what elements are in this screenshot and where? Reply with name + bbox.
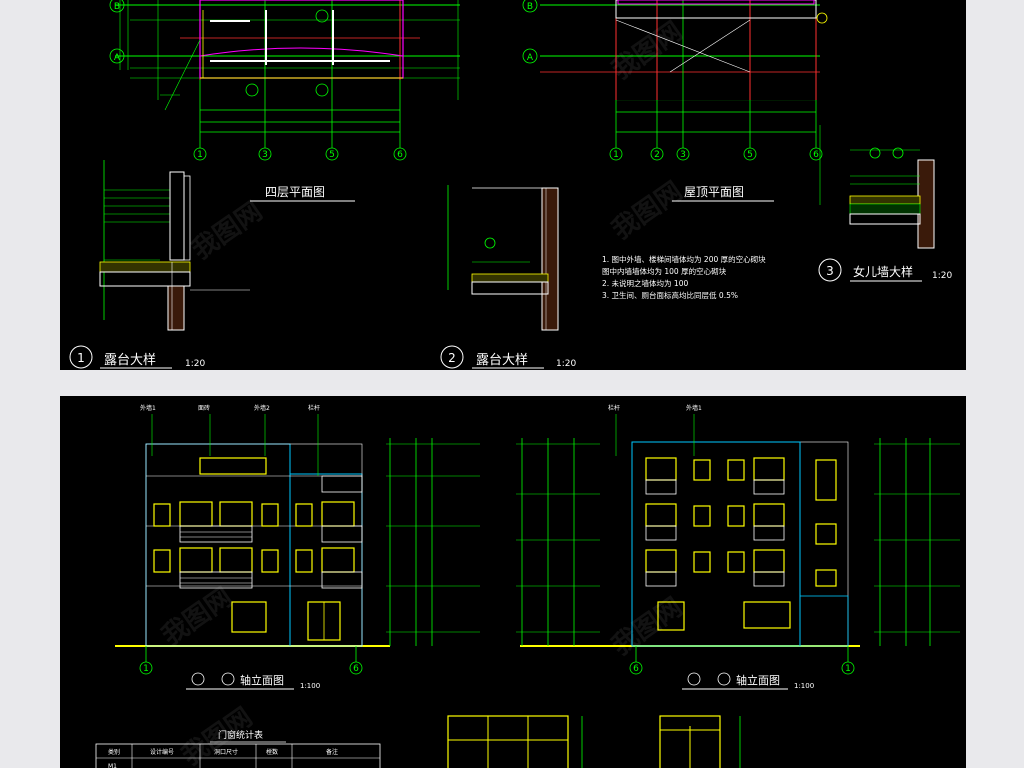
back-material-1: 栏杆 [608, 404, 620, 412]
note-line-3: 2. 未说明之墙体均为 100 [602, 278, 688, 288]
note-line-4: 3. 卫生间、厕台面标高均比同层低 0.5% [602, 290, 738, 300]
fourth-floor-plan-title: 四层平面图 [265, 185, 325, 199]
watermark-text-4: 我图网 [157, 582, 238, 651]
axis-label-6: 6 [397, 150, 403, 160]
front-elev-axis-6: 6 [353, 664, 359, 674]
front-elevation-scale: 1:100 [300, 682, 320, 690]
detail-number-2: 2 [448, 351, 456, 365]
watermark-text-3: 我图网 [607, 16, 688, 85]
back-elevation-title: 轴立面图 [736, 673, 780, 687]
watermark-text-2: 我图网 [607, 176, 688, 245]
general-notes: 1. 图中外墙、楼梯间墙体均为 200 厚的空心砌块 图中内墙墙体均为 100 … [602, 254, 766, 300]
front-material-3: 外墙2 [254, 404, 270, 412]
roof-axis-label-b: B [527, 2, 533, 12]
watermark-text: 我图网 [187, 196, 268, 265]
table-header-code: 设计编号 [150, 748, 174, 756]
roof-axis-label-5: 5 [747, 150, 753, 160]
back-elev-axis-6: 6 [633, 664, 639, 674]
front-elev-axis-1: 1 [143, 664, 149, 674]
axis-label-5: 5 [329, 150, 335, 160]
axis-label-3: 3 [262, 150, 268, 160]
detail-number-3: 3 [826, 264, 834, 278]
back-material-2: 外墙1 [686, 404, 702, 412]
note-line-2: 图中内墙墙体均为 100 厚的空心砌块 [602, 266, 727, 276]
balcony-detail-2: 2 露台大样 1:20 [440, 185, 576, 369]
elevations-svg: 1 6 外墙1 面砖 外墙2 栏杆 轴立面图 1:100 [95, 404, 960, 768]
axis-label-a: A [114, 53, 121, 63]
balcony-detail-1: 1 露台大样 1:20 [69, 160, 250, 369]
parapet-detail-title: 女儿墙大样 [853, 264, 913, 279]
table-header-remark: 备注 [326, 748, 338, 756]
detail-number-1: 1 [77, 351, 85, 365]
roof-plan: B A 1 2 3 5 6 屋顶平面图 [522, 0, 828, 202]
door-table-title: 门窗统计表 [218, 729, 263, 741]
table-header-count: 樘数 [266, 748, 278, 756]
drawing-sheet-bottom: 1 6 外墙1 面砖 外墙2 栏杆 轴立面图 1:100 [60, 396, 966, 768]
fourth-floor-plan: B A 1 3 5 6 四层平面图 [109, 0, 460, 202]
balcony-detail-2-title: 露台大样 [476, 353, 528, 368]
front-material-4: 栏杆 [308, 404, 320, 412]
roof-axis-label-6: 6 [813, 150, 819, 160]
front-material-2: 面砖 [198, 404, 210, 412]
front-elevation-title: 轴立面图 [240, 673, 284, 687]
roof-axis-label-2: 2 [654, 150, 660, 160]
balcony-detail-1-title: 露台大样 [104, 353, 156, 368]
axis-label-1: 1 [197, 150, 203, 160]
back-elevation: 6 1 栏杆 外墙1 轴立面图 1:100 [516, 404, 960, 690]
door-window-table: 门窗统计表 类别 设计编号 洞口尺寸 樘数 备注 M1 [95, 729, 381, 768]
watermark-text-5: 我图网 [607, 592, 688, 661]
window-details [447, 715, 741, 768]
front-material-1: 外墙1 [140, 404, 156, 412]
balcony-detail-2-scale: 1:20 [556, 359, 576, 369]
parapet-detail-3: 3 女儿墙大样 1:20 [818, 125, 952, 282]
parapet-detail-scale: 1:20 [932, 271, 952, 281]
back-elevation-scale: 1:100 [794, 682, 814, 690]
back-elev-axis-1: 1 [845, 664, 851, 674]
front-elevation: 1 6 外墙1 面砖 外墙2 栏杆 轴立面图 1:100 [115, 404, 480, 690]
roof-plan-title: 屋顶平面图 [684, 185, 744, 199]
axis-label-b: B [114, 2, 120, 12]
note-line-1: 1. 图中外墙、楼梯间墙体均为 200 厚的空心砌块 [602, 254, 766, 264]
table-header-category: 类别 [108, 748, 120, 756]
balcony-detail-1-scale: 1:20 [185, 359, 205, 369]
drawing-sheet-top: B A 1 3 5 6 四层平面图 1 露台大样 1:20 [60, 0, 966, 370]
roof-axis-label-a: A [527, 53, 534, 63]
table-header-size: 洞口尺寸 [214, 748, 238, 756]
roof-axis-label-1: 1 [613, 150, 619, 160]
roof-axis-label-3: 3 [680, 150, 686, 160]
plans-and-details-svg: B A 1 3 5 6 四层平面图 1 露台大样 1:20 [69, 0, 952, 369]
table-cell-m1: M1 [108, 763, 117, 768]
